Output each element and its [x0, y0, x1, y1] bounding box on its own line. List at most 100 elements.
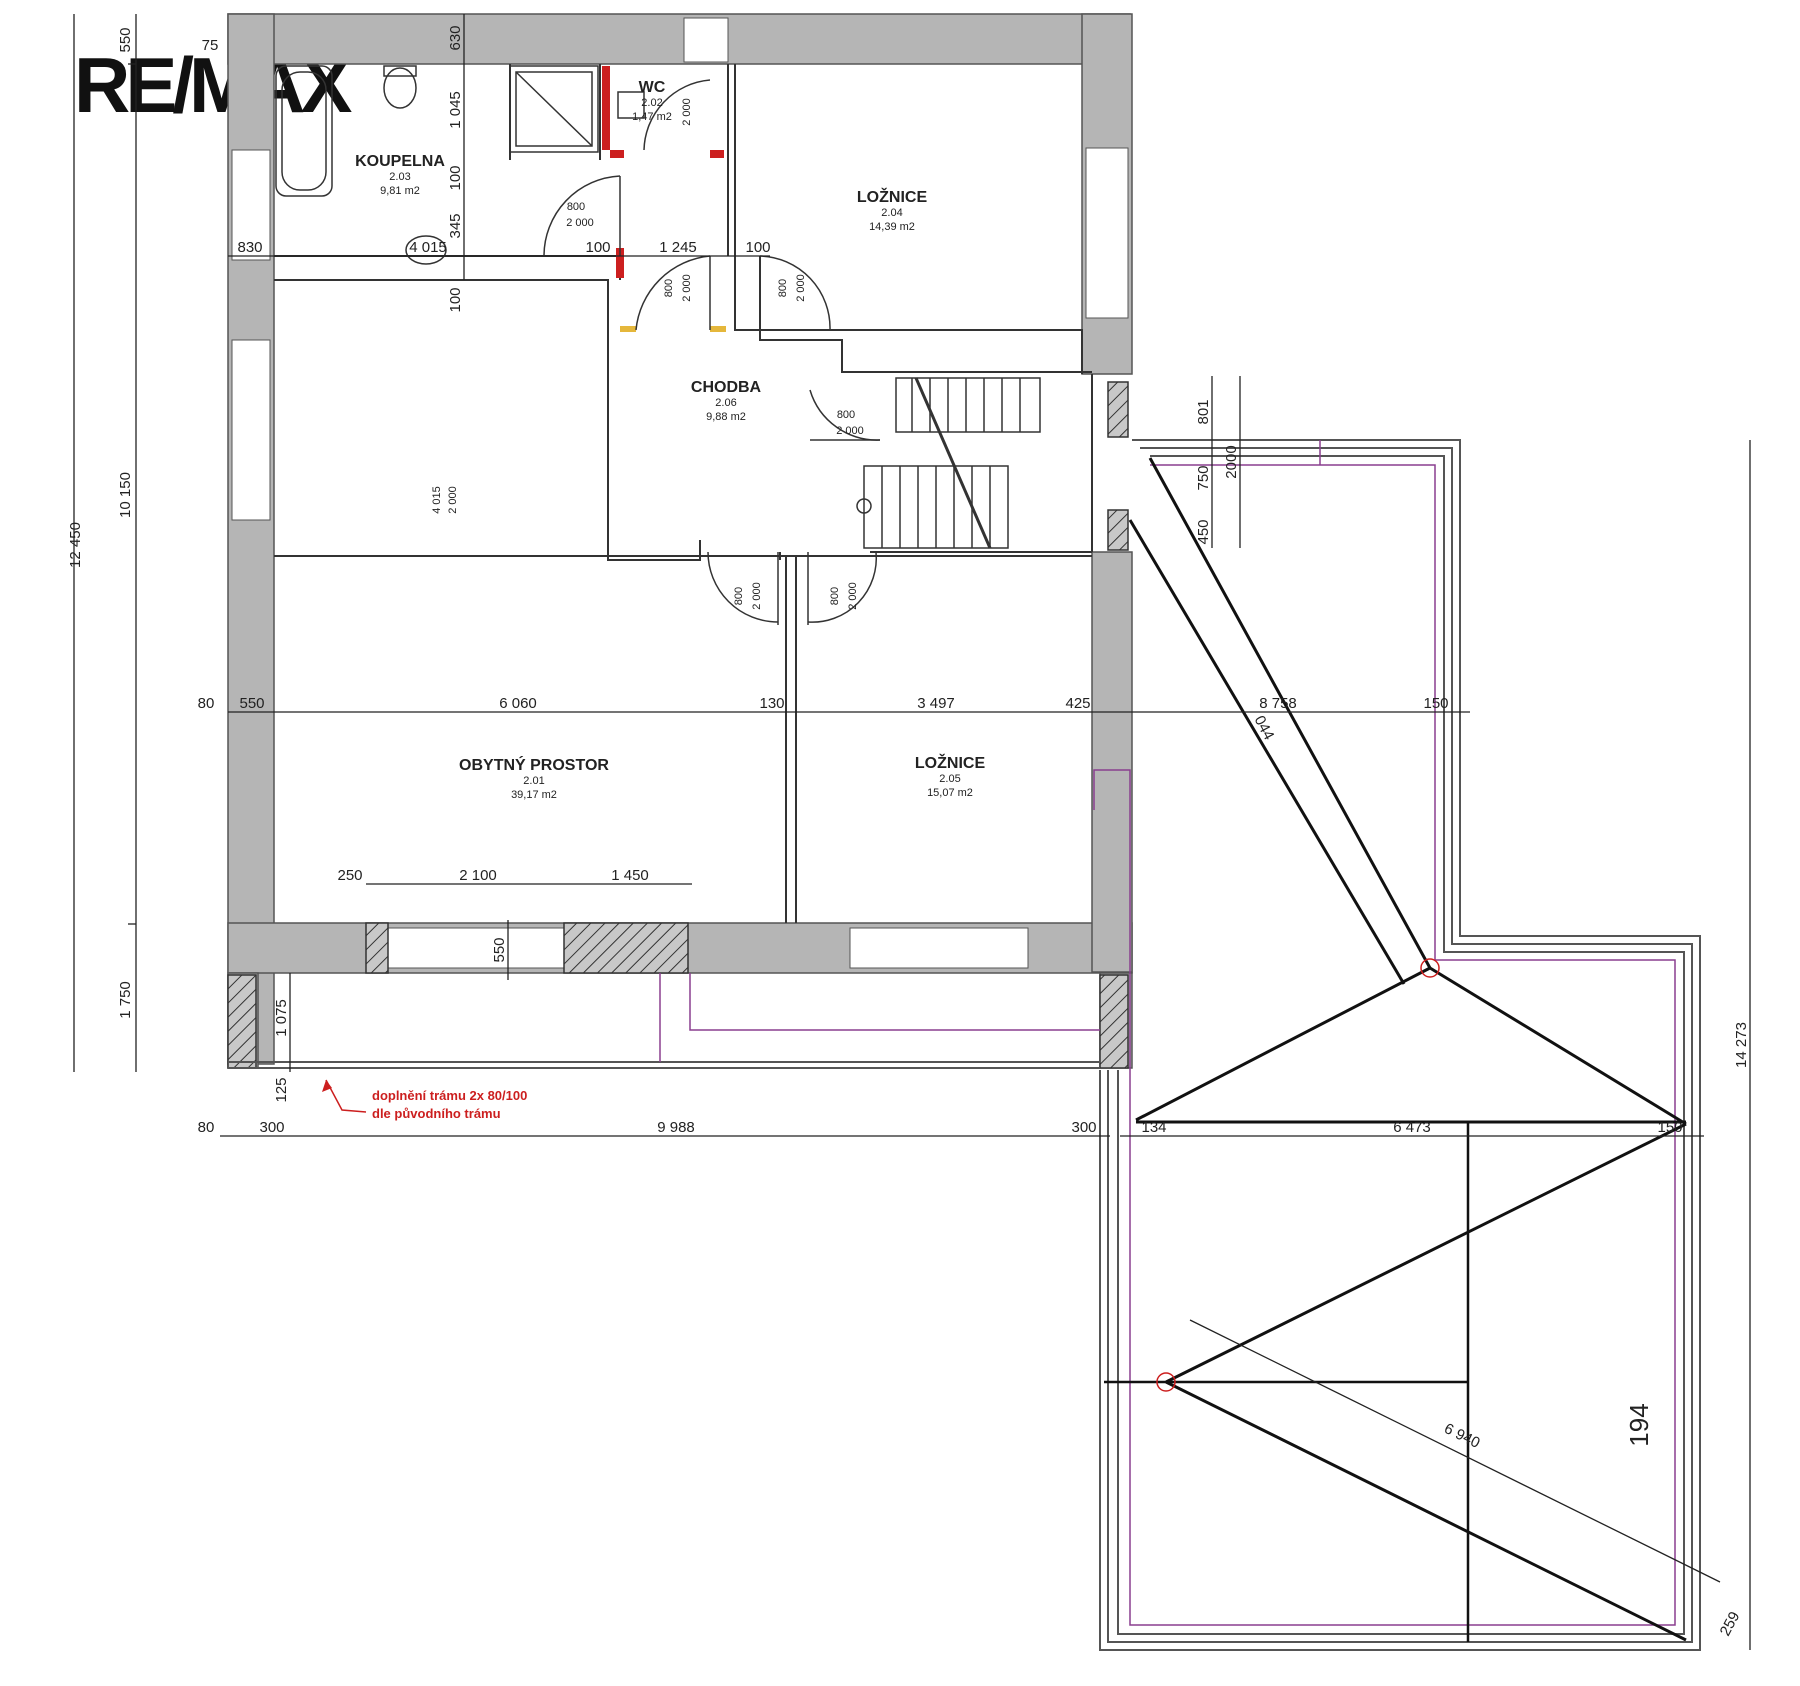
- dim-100-mid-a: 100: [585, 239, 610, 256]
- dim-100-a: 100: [447, 165, 464, 190]
- marker-left: [1156, 1372, 1176, 1392]
- dim-12450: 12 450: [67, 522, 84, 568]
- dim-801: 801: [1195, 399, 1212, 424]
- door-width-loznice-2: 800: [829, 587, 841, 605]
- staircase: [856, 377, 1041, 549]
- dim-6473: 6 473: [1393, 1119, 1431, 1136]
- dim-345: 345: [447, 213, 464, 238]
- room-number-chodba: 2.06: [715, 397, 736, 409]
- dim-150-row: 150: [1423, 695, 1448, 712]
- room-area-obytny: 39,17 m2: [511, 789, 557, 801]
- dim-10150: 10 150: [117, 472, 134, 518]
- door-height-chodba: 2 000: [836, 425, 864, 437]
- room-number-obytny: 2.01: [523, 775, 544, 787]
- dim-550-left: 550: [117, 27, 134, 52]
- dim-134: 134: [1141, 1119, 1166, 1136]
- dim-425: 425: [1065, 695, 1090, 712]
- dim-130: 130: [759, 695, 784, 712]
- yellow-frames: [620, 326, 726, 332]
- room-name-obytny: OBYTNÝ PROSTOR: [459, 755, 609, 774]
- door-width-chodba-a: 800: [663, 279, 675, 297]
- dim-3497: 3 497: [917, 695, 955, 712]
- dim-044: 044: [1251, 713, 1278, 743]
- room-name-chodba: CHODBA: [691, 379, 762, 396]
- dim-80-row: 80: [198, 695, 215, 712]
- pier-1: [365, 922, 389, 974]
- room-area-loznice-1: 14,39 m2: [869, 221, 915, 233]
- marker-top: [1420, 958, 1440, 978]
- opening-width: 4 015: [431, 486, 443, 514]
- dim-125: 125: [273, 1077, 290, 1102]
- dim-2000: 2000: [1223, 445, 1240, 478]
- window-top-center: [683, 17, 729, 63]
- pier-5: [1107, 381, 1129, 438]
- dim-750: 750: [1195, 465, 1212, 490]
- bathtub: [275, 65, 333, 197]
- door-width-obytny: 800: [733, 587, 745, 605]
- dim-250: 250: [337, 867, 362, 884]
- dim-630: 630: [447, 25, 464, 50]
- beam-note-line-1: doplnění trámu 2x 80/100: [372, 1088, 527, 1103]
- window-bottom-2: [849, 927, 1029, 969]
- dim-1245: 1 245: [659, 239, 697, 256]
- room-number-loznice-1: 2.04: [881, 207, 902, 219]
- pier-3: [227, 974, 257, 1069]
- opening-height: 2 000: [447, 486, 459, 514]
- room-number-koupelna: 2.03: [389, 171, 410, 183]
- sink: [405, 235, 447, 265]
- door-height-loznice-2: 2 000: [847, 582, 859, 610]
- window-bottom-1: [387, 927, 565, 969]
- dim-1750: 1 750: [117, 981, 134, 1019]
- beam-note: doplnění trámu 2x 80/100 dle původního t…: [322, 1079, 527, 1121]
- room-name-koupelna: KOUPELNA: [355, 153, 445, 170]
- beam-note-line-2: dle původního trámu: [372, 1106, 501, 1121]
- fixtures: [275, 65, 645, 265]
- dim-100-mid-b: 100: [745, 239, 770, 256]
- room-area-wc: 1,47 m2: [632, 111, 672, 123]
- wall-top: [227, 13, 1131, 65]
- dim-300-bottom-b: 300: [1071, 1119, 1096, 1136]
- roof-lines: [1104, 457, 1687, 1642]
- shower: [509, 65, 599, 153]
- wc-sink: [617, 91, 645, 119]
- dim-150-terrace: 150: [1657, 1119, 1682, 1136]
- door-height-loznice: 2 000: [795, 274, 807, 302]
- door-width-chodba: 800: [837, 409, 855, 421]
- room-number-wc: 2.02: [641, 97, 662, 109]
- dim-450: 450: [1195, 519, 1212, 544]
- dim-75: 75: [202, 37, 219, 54]
- toilet: [383, 67, 417, 109]
- pier-4: [1099, 974, 1129, 1069]
- window-loznice-top: [1085, 147, 1129, 319]
- room-name-loznice-1: LOŽNICE: [857, 187, 928, 206]
- walls: [227, 13, 1133, 1069]
- room-name-loznice-2: LOŽNICE: [915, 753, 986, 772]
- dimension-texts: 12 450 10 150 1 750 550 75 630 1 045 100…: [67, 25, 1750, 1638]
- door-height-obytny: 2 000: [751, 582, 763, 610]
- dim-300-bottom-a: 300: [259, 1119, 284, 1136]
- wall-right-mid: [1091, 551, 1133, 973]
- dim-1075: 1 075: [273, 999, 290, 1037]
- terrace: [228, 439, 1701, 1651]
- dim-1045: 1 045: [447, 91, 464, 129]
- room-area-chodba: 9,88 m2: [706, 411, 746, 423]
- room-area-loznice-2: 15,07 m2: [927, 787, 973, 799]
- pier-2: [563, 922, 689, 974]
- window-obytny: [231, 339, 271, 521]
- dimension-lines: [73, 14, 1751, 1650]
- door-height-koupelna: 2 000: [566, 217, 594, 229]
- dim-2100: 2 100: [459, 867, 497, 884]
- room-name-wc: WC: [639, 79, 666, 96]
- doors: [543, 79, 881, 625]
- dim-4015: 4 015: [409, 239, 447, 256]
- dim-14273: 14 273: [1733, 1022, 1750, 1068]
- room-labels: KOUPELNA 2.03 9,81 m2 WC 2.02 1,47 m2 LO…: [355, 79, 985, 801]
- door-height-chodba-a: 2 000: [681, 274, 693, 302]
- dim-194: 194: [1624, 1403, 1654, 1446]
- dim-550-win: 550: [491, 937, 508, 962]
- red-walls: [602, 66, 724, 278]
- pier-6: [1107, 509, 1129, 551]
- dim-80-bottom: 80: [198, 1119, 215, 1136]
- door-width-loznice: 800: [777, 279, 789, 297]
- purple-outline: [659, 440, 1676, 1626]
